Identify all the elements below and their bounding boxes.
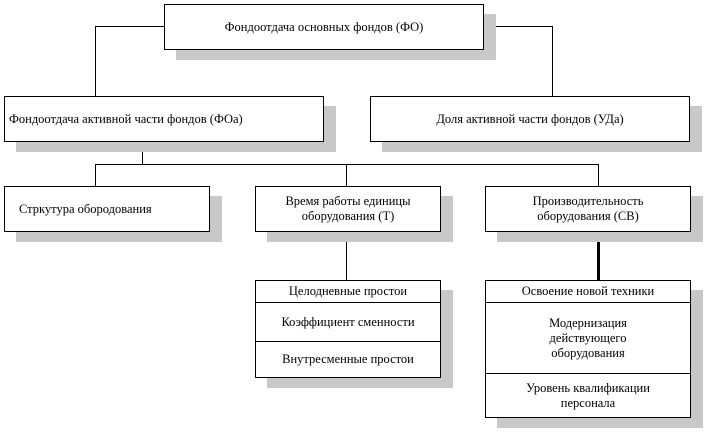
root-label: Фондоотдача основных фондов (ФО) [224,19,424,34]
active-share-label: Доля активной части фондов (УДа) [436,111,624,126]
time-box: Время работы единицы оборудования (Т) [255,186,441,232]
connector-root-right-v [552,26,553,96]
time-label: Время работы единицы оборудования (Т) [285,194,411,223]
productivity-factors-header: Освоение новой техники [486,281,690,303]
time-factors-box: Целодневные простои Коэффициент сменност… [255,280,441,378]
connector-root-left-h [95,26,164,27]
root-box: Фондоотдача основных фондов (ФО) [164,4,484,50]
structure-label: Стркутура обородования [19,201,152,216]
productivity-box: Производительность оборудования (СВ) [485,186,691,232]
time-factor-item-label: Коэффициент сменности [281,314,415,329]
active-share-box: Доля активной части фондов (УДа) [370,96,690,142]
productivity-factors-header-label: Освоение новой техники [521,284,655,298]
active-fo-label: Фондоотдача активной части фондов (ФОа) [9,111,243,126]
productivity-label: Производительность оборудования (СВ) [532,194,644,223]
productivity-factor-item: Модернизация действующего оборудования [486,303,690,373]
connector-level2-h [95,164,599,165]
connector-time-factors-v [346,232,347,280]
time-factor-item: Коэффициент сменности [256,303,440,341]
productivity-factor-item-label: Модернизация действующего оборудования [549,315,627,360]
time-factors-header: Целодневные простои [256,281,440,303]
time-factor-item-label: Внутресменные простои [282,352,414,366]
time-factors-header-label: Целодневные простои [288,284,408,298]
structure-box: Стркутура обородования [4,186,210,232]
connector-structure-v [95,164,96,186]
connector-fo-a-down [142,142,143,164]
active-fo-box: Фондоотдача активной части фондов (ФОа) [4,96,324,142]
productivity-factor-item-label: Уровень квалификации персонала [526,380,650,410]
connector-productivity-factors-v [597,232,600,280]
connector-root-left-v [95,26,96,96]
connector-root-right-h [484,26,553,27]
connector-time-v [346,164,347,186]
time-factor-item: Внутресменные простои [256,341,440,377]
productivity-factors-box: Освоение новой техники Модернизация дейс… [485,280,691,418]
productivity-factor-item: Уровень квалификации персонала [486,373,690,417]
connector-productivity-v [598,164,599,186]
